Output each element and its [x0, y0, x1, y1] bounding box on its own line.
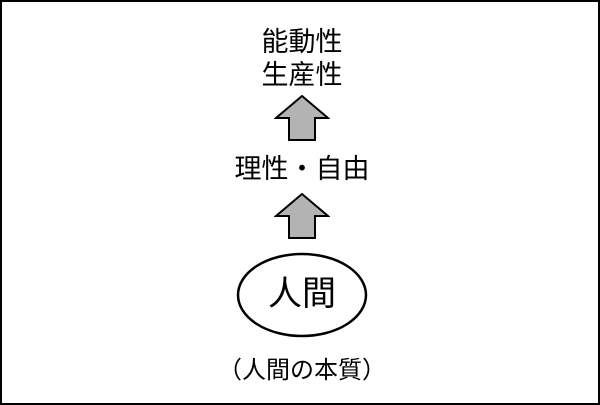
upper-arrow-icon: [274, 95, 330, 141]
upper-arrow-shape: [274, 95, 330, 141]
top-label-line2: 生産性: [261, 60, 343, 91]
core-label: 人間: [268, 274, 336, 314]
middle-label: 理性・自由: [234, 154, 370, 185]
core-ellipse-shape: [236, 252, 368, 338]
caption: （人間の本質）: [218, 356, 386, 384]
lower-arrow-shape: [274, 193, 330, 239]
top-label-line1: 能動性: [261, 27, 343, 58]
lower-arrow-icon: [274, 193, 330, 239]
core-ellipse: 人間: [236, 252, 368, 338]
